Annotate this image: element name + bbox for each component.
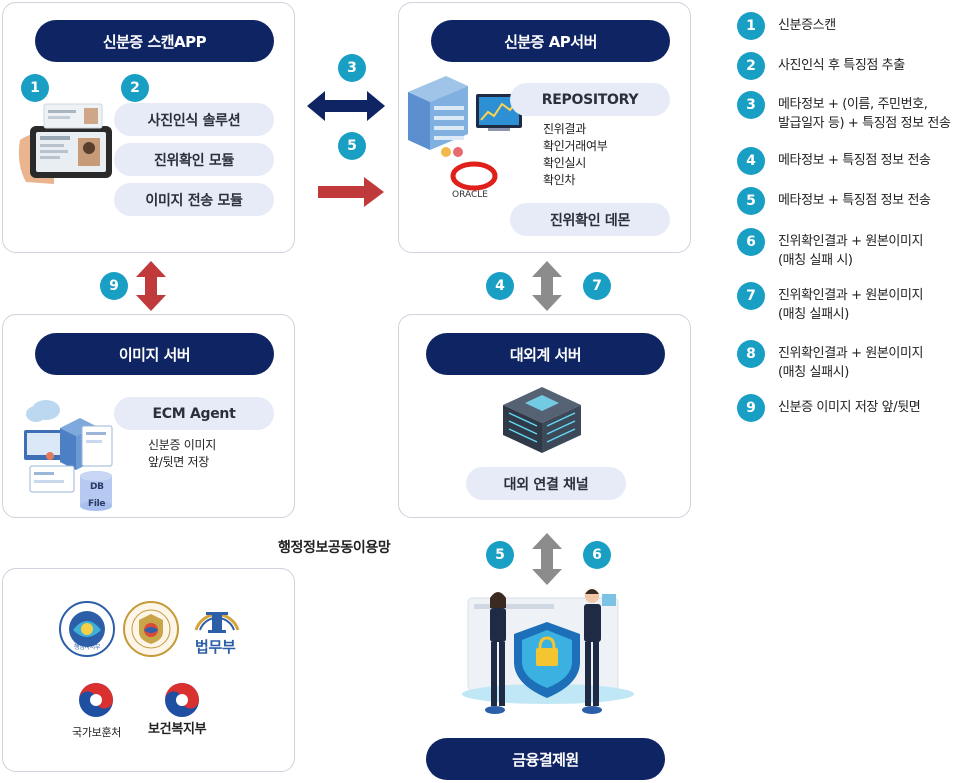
right-arrow-app-ap xyxy=(318,177,384,207)
phone-scan-illustration xyxy=(18,103,112,184)
ministry-interior-seal-icon xyxy=(59,601,115,657)
legend-number-badge: 5 xyxy=(737,187,765,215)
oracle-logo-icon xyxy=(450,161,498,191)
legend-text: 진위확인결과 + 원본이미지 (매칭 실패 시) xyxy=(778,228,924,270)
security-people-illustration xyxy=(462,589,634,714)
db-label: DB xyxy=(90,482,104,492)
arrow-badge-3: 3 xyxy=(338,54,366,82)
legend-text: 메타정보 + 특징점 정보 전송 xyxy=(778,147,931,170)
legend-text-line: 메타정보 + (이름, 주민번호, xyxy=(778,97,928,112)
image-server-desc-1: 신분증 이미지 xyxy=(148,438,216,452)
legend-text-line: 진위확인결과 + 원본이미지 xyxy=(778,288,924,303)
image-server-illustration xyxy=(24,400,113,511)
scan-app-title: 신분증 스캔APP xyxy=(35,20,274,62)
legend-text-line: 메타정보 + 특징점 정보 전송 xyxy=(778,153,931,168)
legend-text: 신분증 이미지 저장 앞/뒷면 xyxy=(778,394,921,417)
legend-text: 신분증스캔 xyxy=(778,12,836,35)
ecm-agent-label: ECM Agent xyxy=(114,397,274,430)
repo-item-2: 확인거래여부 xyxy=(543,139,608,153)
legend-number-badge: 9 xyxy=(737,394,765,422)
arrow-badge-9: 9 xyxy=(100,272,128,300)
legend-text: 메타정보 + (이름, 주민번호, 발급일자 등) + 특징점 정보 전송 xyxy=(778,91,951,133)
server-rack-illustration xyxy=(408,76,522,157)
legend-item: 8 진위확인결과 + 원본이미지 (매칭 실패시) xyxy=(737,340,924,382)
justice-ministry-name: 법무부 xyxy=(195,638,236,656)
external-channel: 대외 연결 채널 xyxy=(466,467,626,500)
scan-app-badge-2: 2 xyxy=(121,74,149,102)
veterans-name: 국가보훈처 xyxy=(72,726,122,739)
legend-number-badge: 4 xyxy=(737,147,765,175)
legend-text-line: (매칭 실패시) xyxy=(778,365,849,380)
image-server-desc-2: 앞/뒷면 저장 xyxy=(148,455,209,469)
legend-text-line: (매칭 실패시) xyxy=(778,307,849,322)
legend-number-badge: 2 xyxy=(737,52,765,80)
ap-server-title: 신분증 AP서버 xyxy=(431,20,670,62)
ministry-interior-korean: 행정자치부 xyxy=(74,644,101,651)
legend-text-line: 사진인식 후 특징점 추출 xyxy=(778,58,905,73)
legend-text: 메타정보 + 특징점 정보 전송 xyxy=(778,187,931,210)
legend-item: 7 진위확인결과 + 원본이미지 (매칭 실패시) xyxy=(737,282,924,324)
arrow-badge-5-bottom: 5 xyxy=(486,541,514,569)
welfare-name: 보건복지부 xyxy=(148,722,207,737)
legend-number-badge: 1 xyxy=(737,12,765,40)
legend-text-line: 신분증스캔 xyxy=(778,18,836,33)
legend-item: 5 메타정보 + 특징점 정보 전송 xyxy=(737,187,931,215)
legend-text-line: 진위확인결과 + 원본이미지 xyxy=(778,346,924,361)
repo-item-3: 확인실시 xyxy=(543,156,586,170)
vertical-arrow-external-fss xyxy=(532,533,562,585)
arrow-badge-5-top: 5 xyxy=(338,132,366,160)
vertical-arrow-ap-external xyxy=(532,261,562,311)
legend-text-line: 신분증 이미지 저장 앞/뒷면 xyxy=(778,400,921,415)
police-seal-icon xyxy=(123,601,179,657)
agencies-box xyxy=(2,568,295,772)
veterans-taegeuk-icon xyxy=(79,683,113,717)
legend-item: 3 메타정보 + (이름, 주민번호, 발급일자 등) + 특징점 정보 전송 xyxy=(737,91,951,133)
legend-number-badge: 7 xyxy=(737,282,765,310)
arrow-badge-7: 7 xyxy=(583,272,611,300)
legend-number-badge: 6 xyxy=(737,228,765,256)
legend-number-badge: 3 xyxy=(737,91,765,119)
repo-item-4: 확인차 xyxy=(543,173,576,187)
legend-text-line: (매칭 실패 시) xyxy=(778,253,853,268)
repo-item-1: 진위결과 xyxy=(543,122,586,136)
justice-ministry-seal-icon xyxy=(194,612,240,633)
legend-number-badge: 8 xyxy=(737,340,765,368)
vertical-arrow-app-image xyxy=(136,261,166,311)
legend-text-line: 발급일자 등) + 특징점 정보 전송 xyxy=(778,116,951,131)
legend-text-line: 진위확인결과 + 원본이미지 xyxy=(778,234,924,249)
legend-item: 4 메타정보 + 특징점 정보 전송 xyxy=(737,147,931,175)
server-cube-illustration xyxy=(503,387,581,453)
legend-item: 9 신분증 이미지 저장 앞/뒷면 xyxy=(737,394,921,422)
oracle-logo-text: ORACLE xyxy=(452,190,488,200)
module-image-transfer: 이미지 전송 모듈 xyxy=(114,183,274,216)
scan-app-badge-1: 1 xyxy=(21,74,49,102)
legend-item: 1 신분증스캔 xyxy=(737,12,836,40)
fss-title: 금융결제원 xyxy=(426,738,665,780)
verification-daemon: 진위확인 데몬 xyxy=(510,203,670,236)
arrow-badge-6: 6 xyxy=(583,541,611,569)
image-server-title: 이미지 서버 xyxy=(35,333,274,375)
arrow-badge-4: 4 xyxy=(486,272,514,300)
module-photo-recognition: 사진인식 솔루션 xyxy=(114,103,274,136)
legend-text: 사진인식 후 특징점 추출 xyxy=(778,52,905,75)
legend-item: 6 진위확인결과 + 원본이미지 (매칭 실패 시) xyxy=(737,228,924,270)
network-label: 행정정보공동이용망 xyxy=(278,540,391,556)
legend-text: 진위확인결과 + 원본이미지 (매칭 실패시) xyxy=(778,282,924,324)
bidirectional-arrow-app-ap xyxy=(307,91,385,121)
module-verification: 진위확인 모듈 xyxy=(114,143,274,176)
repository-label: REPOSITORY xyxy=(510,83,670,116)
welfare-taegeuk-icon xyxy=(165,683,199,717)
legend-item: 2 사진인식 후 특징점 추출 xyxy=(737,52,905,80)
file-label: File xyxy=(88,499,106,509)
legend-text: 진위확인결과 + 원본이미지 (매칭 실패시) xyxy=(778,340,924,382)
external-server-title: 대외계 서버 xyxy=(426,333,665,375)
legend-text-line: 메타정보 + 특징점 정보 전송 xyxy=(778,193,931,208)
